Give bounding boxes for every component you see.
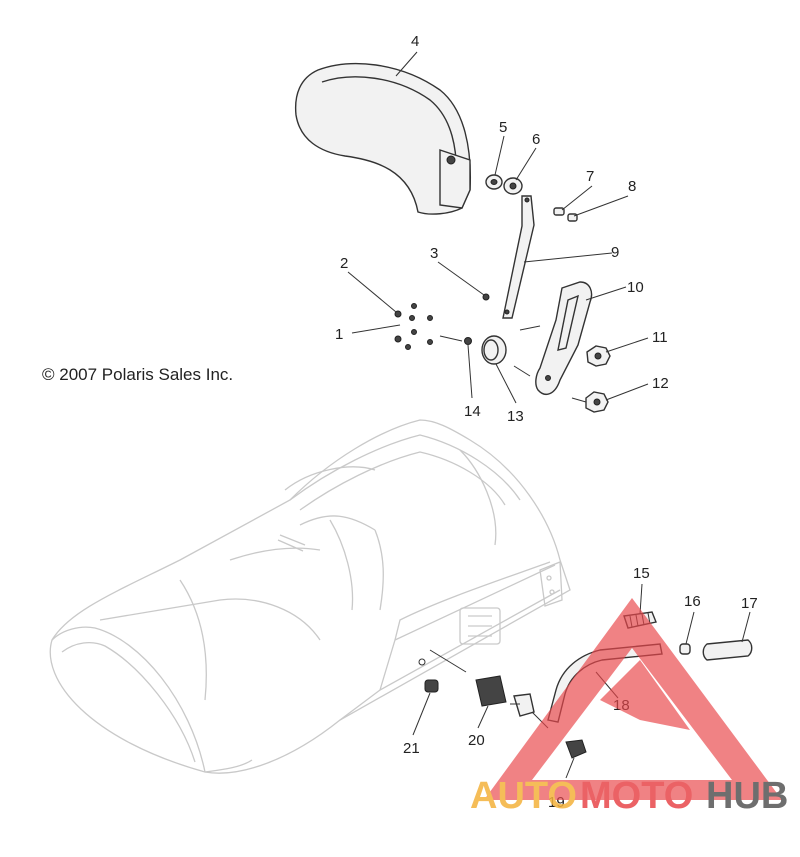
grommet-hole: [418, 658, 426, 666]
watermark-auto: AUTO: [470, 775, 577, 817]
backrest-pad: [294, 62, 472, 215]
callout-16: 16: [684, 593, 701, 610]
copyright-text: © 2007 Polaris Sales Inc.: [42, 365, 233, 384]
fitting-19: [565, 739, 587, 759]
bolt-7: [553, 207, 565, 216]
callout-7: 7: [586, 168, 594, 185]
callout-10: 10: [627, 279, 644, 296]
callout-5: 5: [499, 119, 507, 136]
callout-20: 20: [468, 732, 485, 749]
washer-5: [485, 174, 503, 190]
bracket-20: [513, 693, 535, 717]
grip-20: [475, 675, 507, 707]
callout-14: 14: [464, 403, 481, 420]
nut-14: [464, 337, 472, 345]
support-bar: [502, 195, 535, 319]
bumper: [481, 335, 507, 365]
callout-4: 4: [411, 33, 419, 50]
callout-2: 2: [340, 255, 348, 272]
callout-8: 8: [628, 178, 636, 195]
callout-12: 12: [652, 375, 669, 392]
callout-15: 15: [633, 565, 650, 582]
washer-6: [503, 177, 523, 195]
callout-13: 13: [507, 408, 524, 425]
callout-21: 21: [403, 740, 420, 757]
callout-9: 9: [611, 244, 619, 261]
watermark-moto: MOTO: [580, 775, 693, 817]
knob-12: [571, 391, 609, 413]
knob-11: [586, 345, 611, 367]
seat-outline: [49, 419, 571, 774]
watermark-logo: AUTO MOTO HUB: [470, 598, 788, 817]
leader-lines: [347, 51, 751, 779]
callout-6: 6: [532, 131, 540, 148]
callout-1: 1: [335, 326, 343, 343]
callouts: 4 5 6 7 8 9 3 2 10 1 11 12 14 13 15 16 1…: [335, 33, 758, 811]
watermark-triangle-icon: [484, 598, 782, 800]
end-cap-16: [679, 643, 691, 655]
watermark-hub: HUB: [706, 775, 788, 817]
screws-1-2: [394, 303, 433, 350]
callout-3: 3: [430, 245, 438, 262]
nut-3: [482, 293, 490, 301]
plug-21: [424, 679, 439, 693]
callout-11: 11: [652, 329, 668, 346]
callout-17: 17: [741, 595, 758, 612]
bracket: [535, 281, 593, 396]
end-grip-17: [702, 639, 753, 661]
